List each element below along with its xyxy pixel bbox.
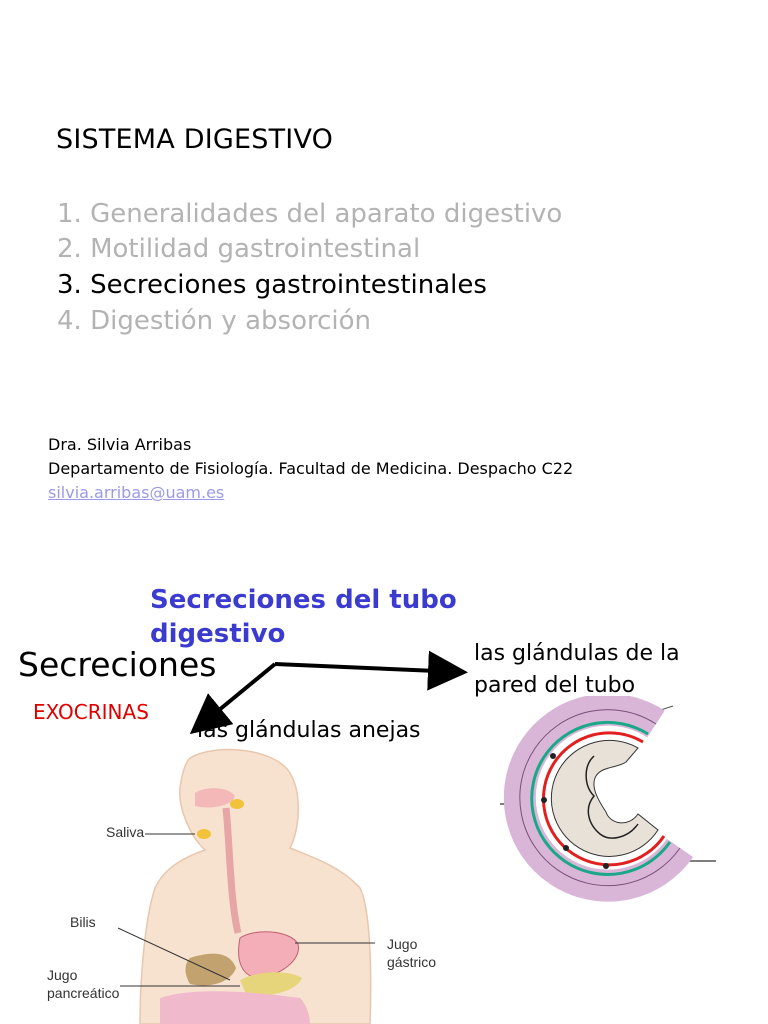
body-silhouette — [139, 748, 372, 1024]
tube-wall-cross-section — [500, 696, 716, 902]
stomach — [238, 931, 299, 979]
page-title: SISTEMA DIGESTIVO — [56, 124, 334, 155]
exocrinas-label: EXOCRINAS — [33, 700, 149, 724]
salivary-gland-upper — [230, 799, 244, 809]
arrow-to-anejas — [189, 662, 277, 735]
salivary-gland-lower — [197, 829, 211, 839]
saliva-label: Saliva — [106, 824, 145, 840]
bilis-leader-line — [117, 927, 231, 981]
jugo-pancreatico-line-1: Jugo — [47, 967, 78, 983]
pared-tubo-label: las glándulas de la pared del tubo — [474, 638, 680, 702]
author-department: Departamento de Fisiología. Facultad de … — [48, 459, 574, 478]
mouth-region — [195, 788, 235, 808]
glandulas-anejas-label: las glándulas anejas — [197, 718, 421, 743]
secreciones-label: Secreciones — [18, 645, 217, 684]
gland-dot-1 — [550, 753, 556, 759]
mucosa — [550, 739, 659, 857]
villi-outline — [585, 755, 639, 839]
jugo-gastrico-line-2: gástrico — [387, 954, 437, 970]
jugo-pancreatico-label: Jugo pancreático — [47, 966, 119, 1002]
liver — [185, 953, 236, 986]
gland-dot-3 — [563, 845, 569, 851]
jugo-gastrico-label: Jugo gástrico — [387, 935, 436, 971]
pared-tubo-line-2: pared del tubo — [474, 673, 636, 698]
outer-wall-edge — [519, 709, 681, 887]
green-layer — [530, 720, 672, 876]
arrow-to-pared — [274, 650, 468, 691]
toc-item-digestion: 4. Digestión y absorción — [57, 306, 371, 336]
red-layer — [541, 731, 666, 867]
jugo-gastrico-line-1: Jugo — [387, 936, 418, 952]
toc-item-secreciones: 3. Secreciones gastrointestinales — [57, 270, 487, 300]
toc-item-motilidad: 2. Motilidad gastrointestinal — [57, 234, 421, 264]
pared-tubo-line-1: las glándulas de la — [474, 641, 680, 666]
bilis-label: Bilis — [70, 914, 96, 930]
gland-dot-2 — [541, 797, 547, 803]
author-email-link[interactable]: silvia.arribas@uam.es — [48, 483, 225, 502]
gland-dot-4 — [603, 863, 609, 869]
toc-item-generalidades: 1. Generalidades del aparato digestivo — [57, 199, 563, 229]
slide-title: Secreciones del tubo digestivo — [150, 583, 457, 651]
digestive-system-illustration — [117, 748, 375, 1024]
slide-title-line-2: digestivo — [150, 619, 286, 649]
author-name: Dra. Silvia Arribas — [48, 435, 192, 454]
jugo-pancreatico-line-2: pancreático — [47, 985, 120, 1001]
slide-title-line-1: Secreciones del tubo — [150, 585, 457, 615]
pancreas — [240, 972, 302, 996]
esophagus — [222, 807, 242, 934]
intestines — [160, 991, 310, 1024]
